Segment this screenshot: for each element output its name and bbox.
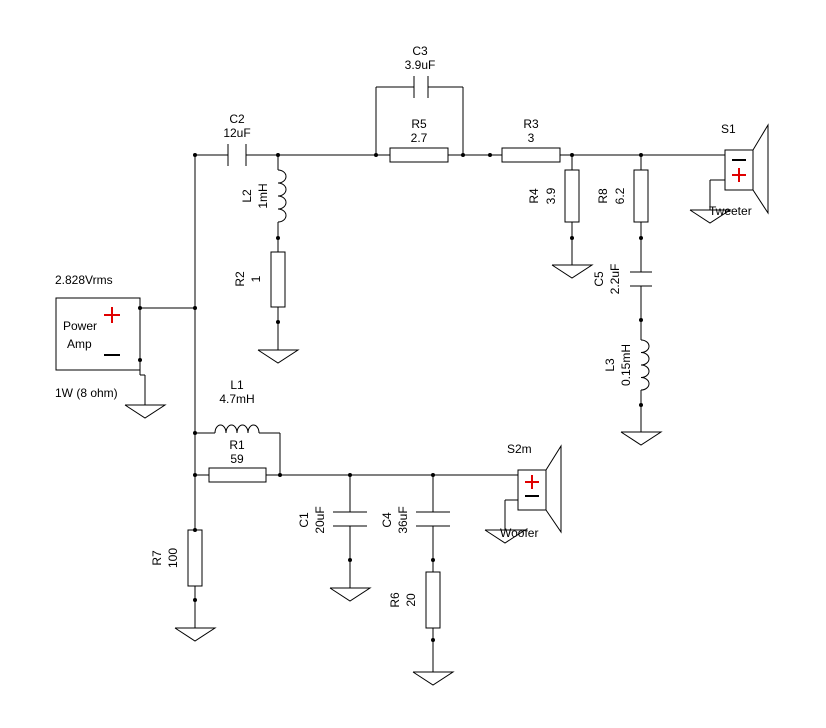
r4-ref: R4 (527, 188, 541, 204)
l3-ref: L3 (603, 358, 617, 372)
resistor-r3: R3 3 (501, 117, 561, 163)
r8-value: 6.2 (613, 187, 627, 204)
inductor-l2: L2 1mH (240, 169, 287, 223)
r8-ref: R8 (596, 188, 610, 204)
r5-value: 2.7 (411, 131, 428, 145)
junction-dots (138, 153, 643, 642)
ground-icon (484, 529, 527, 544)
resistor-r2: R2 1 (233, 251, 286, 308)
amp-rating-label: 1W (8 ohm) (55, 386, 118, 400)
ground-icon (329, 587, 372, 602)
l3-value: 0.15mH (619, 344, 633, 386)
c1-ref: C1 (297, 512, 311, 528)
r3-ref: R3 (523, 117, 539, 131)
inductor-l1: L1 4.7mH (214, 378, 260, 434)
l2-ref: L2 (240, 189, 254, 203)
capacitor-c3: C3 3.9uF (405, 44, 436, 98)
speaker-tweeter: S1 Tweeter (709, 122, 769, 218)
inductor-l3: L3 0.15mH (603, 339, 650, 391)
c5-ref: C5 (592, 271, 606, 287)
c3-ref: C3 (412, 44, 428, 58)
r6-value: 20 (404, 593, 418, 607)
ground-icon (620, 431, 663, 446)
amp-name-line1: Power (63, 319, 97, 333)
resistor-r8: R8 6.2 (596, 169, 649, 223)
c2-ref: C2 (229, 112, 245, 126)
r2-value: 1 (249, 275, 263, 282)
r2-ref: R2 (233, 271, 247, 287)
resistor-r5: R5 2.7 (389, 117, 449, 163)
ground-icon (124, 404, 167, 419)
c4-ref: C4 (380, 512, 394, 528)
r6-ref: R6 (388, 592, 402, 608)
resistor-r7: R7 100 (150, 529, 203, 587)
ground-icon (257, 349, 300, 364)
ground-icons (124, 209, 732, 686)
resistor-r6: R6 20 (388, 571, 441, 629)
c2-value: 12uF (223, 126, 250, 140)
amp-voltage-label: 2.828Vrms (55, 273, 113, 287)
resistor-r1: R1 59 (208, 438, 267, 483)
power-amp: 2.828Vrms Power Amp 1W (8 ohm) (55, 273, 141, 400)
s1-ref: S1 (721, 122, 736, 136)
c3-value: 3.9uF (405, 58, 436, 72)
r5-ref: R5 (411, 117, 427, 131)
ground-icon (174, 627, 217, 642)
r1-value: 59 (230, 452, 244, 466)
r7-value: 100 (166, 548, 180, 568)
l2-value: 1mH (256, 183, 270, 208)
speaker-woofer: S2m Woofer (500, 442, 562, 540)
s1-label: Tweeter (709, 204, 752, 218)
r4-value: 3.9 (544, 187, 558, 204)
capacitor-c2: C2 12uF (223, 112, 251, 166)
c4-value: 36uF (396, 506, 410, 533)
r7-ref: R7 (150, 550, 164, 566)
amp-name-line2: Amp (67, 337, 92, 351)
ground-icon (551, 264, 594, 279)
capacitor-c5: C5 2.2uF (592, 264, 652, 295)
r3-value: 3 (528, 131, 535, 145)
c5-value: 2.2uF (608, 264, 622, 295)
l1-value: 4.7mH (219, 392, 254, 406)
s2m-label: Woofer (500, 526, 538, 540)
c1-value: 20uF (313, 506, 327, 533)
s2m-ref: S2m (507, 442, 532, 456)
capacitor-c4: C4 36uF (380, 506, 450, 534)
wires (139, 86, 725, 672)
resistor-r4: R4 3.9 (527, 169, 580, 223)
r1-ref: R1 (229, 438, 245, 452)
ground-icon (689, 209, 732, 224)
ground-icon (412, 671, 455, 686)
capacitor-c1: C1 20uF (297, 506, 367, 534)
l1-ref: L1 (230, 378, 244, 392)
